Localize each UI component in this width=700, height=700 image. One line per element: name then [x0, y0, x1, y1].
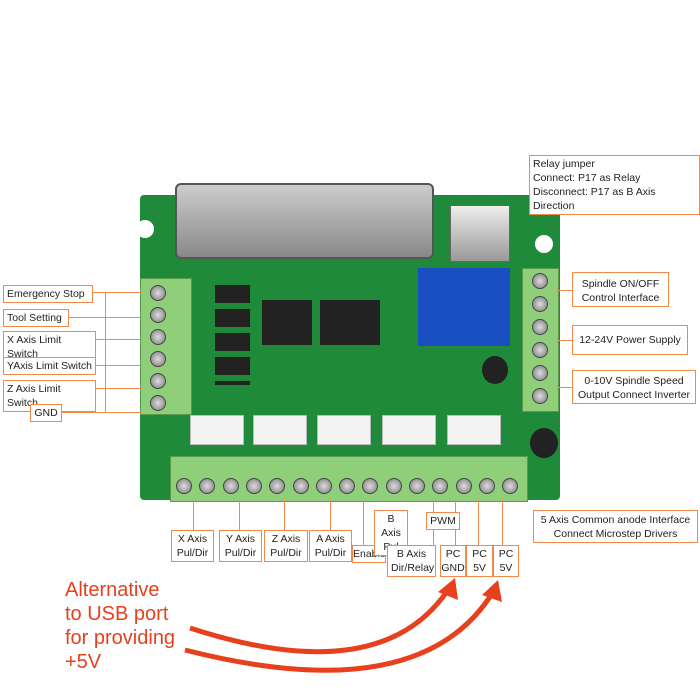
terminal-screw [385, 478, 402, 494]
ic-chip [262, 300, 312, 345]
text: Connect: P17 as Relay [533, 172, 641, 184]
text: PC [498, 548, 514, 560]
terminal-screw [315, 478, 332, 494]
terminal-screw [150, 373, 166, 389]
text: X Axis [177, 533, 208, 545]
terminal-screw [502, 478, 519, 494]
text: B Axis [396, 548, 427, 560]
terminal-screw [176, 478, 192, 494]
text: Relay jumper [533, 158, 595, 170]
text: Spindle ON/OFF [581, 278, 660, 290]
text: Z Axis [271, 533, 301, 545]
left-terminal-block [140, 278, 192, 415]
text: Alternative [65, 579, 160, 601]
terminal-screw [532, 273, 548, 289]
axis-header [253, 415, 307, 445]
text: Pul/Dir [314, 547, 347, 559]
terminal-screw [432, 478, 449, 494]
terminal-screw [478, 478, 495, 494]
arrowhead [438, 578, 458, 600]
mount-hole [136, 220, 154, 238]
text: Pul/Dir [176, 547, 209, 559]
optocouplers [215, 285, 250, 385]
label-emergency-stop: Emergency Stop [3, 285, 93, 303]
label-pc-5v: PC 5V [466, 545, 493, 577]
text: Output Connect Inverter [577, 389, 691, 401]
terminal-screw [269, 478, 286, 494]
text: Dir/Relay [391, 562, 435, 574]
text: 5V [473, 562, 486, 574]
text: 5V [499, 562, 513, 574]
usb-port [450, 205, 510, 262]
text: Pul/Dir [224, 547, 257, 559]
label-gnd: GND [30, 404, 62, 422]
terminal-screw [292, 478, 309, 494]
terminal-screw [362, 478, 379, 494]
label-pwm: PWM [426, 512, 460, 530]
axis-header [382, 415, 436, 445]
terminal-screw [532, 342, 548, 358]
label-y-limit: YAxis Limit Switch [3, 357, 96, 375]
terminal-screw [245, 478, 262, 494]
terminal-screw [455, 478, 472, 494]
text: Control Interface [581, 292, 660, 304]
terminal-screw [150, 285, 166, 301]
text: to USB port [65, 603, 169, 625]
terminal-screw [199, 478, 216, 494]
label-spindle-onoff: Spindle ON/OFF Control Interface [572, 272, 669, 307]
terminal-screw [409, 478, 425, 494]
db25-connector [175, 183, 434, 259]
text: 5 Axis Common anode Interface [540, 514, 691, 526]
axis-header [447, 415, 501, 445]
axis-header [190, 415, 244, 445]
terminal-screw [339, 478, 356, 494]
text: A Axis [316, 533, 345, 545]
label-pc-5v-2: PC 5V [493, 545, 519, 577]
label-power-supply: 12-24V Power Supply [572, 325, 688, 355]
text: Pul/Dir [270, 547, 302, 559]
text: GND [441, 562, 465, 574]
relay [418, 268, 510, 346]
terminal-screw [150, 395, 166, 411]
text: for providing [65, 627, 176, 649]
text: Connect Microstep Drivers [553, 528, 678, 540]
capacitor [530, 428, 558, 458]
terminal-screw [532, 319, 548, 335]
label-pc-gnd: PC GND [440, 545, 466, 577]
mount-hole [535, 235, 553, 253]
terminal-screw [532, 365, 548, 381]
terminal-screw [532, 388, 548, 404]
terminal-screw [150, 307, 166, 323]
terminal-screw [150, 329, 166, 345]
text: B Axis [381, 513, 401, 539]
capacitor [482, 356, 508, 384]
text: +5V [65, 651, 102, 673]
terminal-screw [150, 351, 166, 367]
terminal-screw [222, 478, 239, 494]
text: PC [445, 548, 461, 560]
text: 0-10V Spindle Speed [584, 375, 684, 387]
arrow-to-pc-5v [184, 590, 496, 673]
arrow-to-pc-gnd [189, 588, 451, 655]
text: Disconnect: P17 as B Axis Direction [533, 186, 656, 212]
text: Y Axis [226, 533, 255, 545]
arrowhead [482, 580, 502, 602]
axis-header [317, 415, 371, 445]
ic-chip [320, 300, 380, 345]
terminal-screw [532, 296, 548, 312]
label-tool-setting: Tool Setting [3, 309, 69, 327]
text: PC [472, 548, 487, 560]
